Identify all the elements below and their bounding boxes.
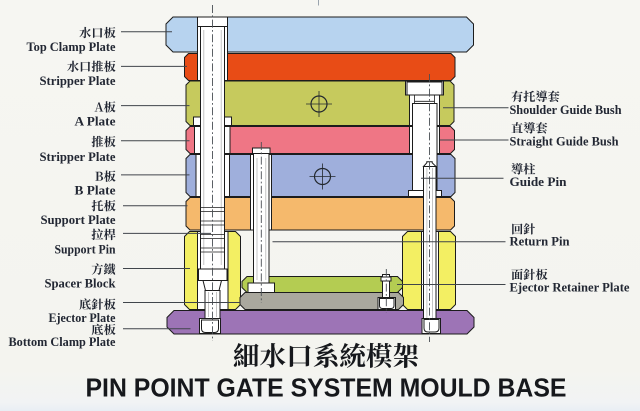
support-pin-assembly — [193, 5, 232, 341]
label-ejector-plate-zh — [79, 298, 116, 310]
label-b-plate-en: B Plate — [75, 183, 116, 198]
cjk-glyph — [313, 342, 338, 368]
cjk-glyph — [92, 27, 103, 38]
cjk-glyph — [80, 61, 91, 72]
cjk-glyph — [94, 102, 104, 112]
label-b-plate-zh — [95, 170, 116, 182]
plate-top-clamp — [165, 16, 474, 53]
label-straight-bush-en: Straight Guide Bush — [510, 134, 620, 149]
page-title-en: PIN POINT GATE SYSTEM MOULD BASE — [86, 373, 567, 403]
cjk-glyph — [103, 60, 116, 73]
label-ejector-plate-en: Ejector Plate — [49, 310, 116, 325]
cjk-glyph — [289, 345, 311, 367]
label-support-pin-zh — [91, 228, 116, 241]
cjk-glyph — [103, 298, 116, 310]
cjk-glyph — [91, 135, 104, 148]
cjk-glyph — [233, 342, 259, 368]
cjk-glyph — [103, 170, 116, 182]
shoulder-guide-bush-flange — [406, 81, 443, 96]
label-support-plate-en: Support Plate — [41, 212, 116, 227]
label-a-plate-zh — [94, 101, 116, 113]
plate-support — [185, 197, 455, 231]
label-return-pin-en: Return Pin — [510, 234, 571, 249]
label-top-clamp-zh — [79, 26, 116, 39]
cjk-glyph — [511, 163, 523, 175]
label-a-plate-en: A Plate — [75, 114, 116, 129]
bolt-screw-head — [423, 319, 440, 333]
cjk-glyph — [103, 228, 116, 241]
position-mark-b-plate — [309, 163, 336, 190]
label-retainer-plate-zh — [511, 268, 548, 281]
cjk-glyph — [103, 263, 116, 275]
cjk-glyph — [91, 298, 104, 310]
cjk-glyph — [91, 60, 104, 73]
label-runner-stripper-zh — [67, 60, 116, 73]
label-retainer-plate-en: Ejector Retainer Plate — [510, 280, 630, 295]
labels-right: Shoulder Guide Bush Straight Guide Bush … — [510, 90, 630, 295]
return-pin-assembly — [247, 142, 275, 303]
cjk-glyph — [393, 342, 419, 368]
stop-screw-head — [379, 298, 395, 309]
cjk-glyph — [67, 60, 79, 73]
cjk-glyph — [547, 90, 560, 103]
cjk-glyph — [535, 90, 548, 103]
plate-stripper — [185, 126, 455, 154]
plate-bottom-clamp — [166, 310, 475, 335]
label-spacer-block-en: Spacer Block — [45, 275, 117, 290]
cjk-glyph — [91, 228, 104, 241]
label-stripper-en: Stripper Plate — [40, 149, 116, 164]
label-straight-bush-zh — [511, 122, 548, 134]
support-pin-nut — [201, 319, 219, 333]
stop-screw-assembly — [377, 269, 396, 313]
cjk-glyph — [103, 26, 116, 39]
leader-lines-right — [272, 107, 509, 285]
label-shoulder-bush-en: Shoulder Guide Bush — [510, 102, 623, 117]
label-top-clamp-en: Top Clamp Plate — [27, 39, 116, 54]
cjk-glyph — [103, 199, 116, 212]
label-shoulder-bush-zh — [511, 90, 560, 103]
cjk-glyph — [340, 342, 366, 368]
page-title-zh — [233, 342, 419, 368]
cjk-glyph — [91, 199, 104, 212]
cjk-glyph — [535, 122, 548, 134]
cjk-glyph — [260, 342, 286, 368]
label-guide-pin-en: Guide Pin — [510, 174, 568, 189]
cjk-glyph — [523, 90, 536, 103]
cjk-glyph — [535, 268, 548, 281]
label-spacer-block-zh — [91, 263, 116, 275]
cjk-glyph — [95, 171, 104, 181]
plate-ejector — [239, 292, 404, 310]
cjk-glyph — [103, 135, 116, 148]
cjk-glyph — [103, 101, 116, 113]
cjk-glyph — [366, 342, 392, 368]
label-runner-stripper-en: Stripper Plate — [40, 73, 116, 88]
label-bottom-clamp-en: Bottom Clamp Plate — [9, 334, 116, 349]
label-support-plate-zh — [91, 199, 116, 212]
plate-runner-stripper — [184, 53, 456, 81]
label-stripper-zh — [91, 135, 116, 148]
cjk-glyph — [79, 298, 91, 310]
label-support-pin-en: Support Pin — [55, 241, 117, 256]
plate-a — [185, 80, 455, 126]
cjk-glyph — [523, 122, 536, 134]
cjk-glyph — [511, 122, 523, 134]
cjk-glyph — [511, 90, 523, 103]
cjk-glyph — [511, 268, 523, 281]
cjk-glyph — [523, 268, 536, 281]
cjk-glyph — [523, 163, 536, 175]
cjk-glyph — [79, 26, 91, 39]
label-guide-pin-zh — [511, 163, 536, 175]
cjk-glyph — [91, 263, 104, 275]
leader-lines-left — [121, 31, 240, 330]
position-mark-a-plate — [306, 91, 332, 117]
labels-left: Top Clamp Plate Stripper Plate A Plate S… — [9, 26, 117, 349]
guide-set-assembly — [405, 74, 444, 342]
